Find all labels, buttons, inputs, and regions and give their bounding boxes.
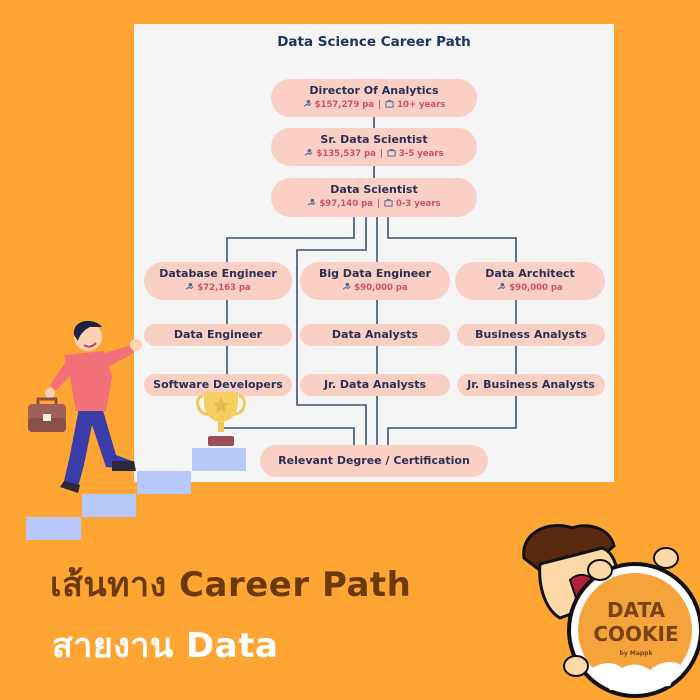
diagram-title: Data Science Career Path [277,34,471,50]
headline-line-1: เส้นทาง Career Path [50,565,412,605]
node-title: Big Data Engineer [318,267,432,280]
node-director-of-analytics: Director Of Analytics $157,279 pa| 10+ y… [271,79,477,117]
node-meta: $97,140 pa| 0-3 years [271,198,477,209]
node-business-analysts: Business Analysts [457,324,605,346]
node-data-scientist: Data Scientist $97,140 pa| 0-3 years [271,178,477,217]
node-title: Jr. Data Analysts [323,378,427,391]
salary-text: $90,000 pa [509,283,563,293]
node-title: Data Analysts [331,328,419,341]
money-hand-icon [305,148,313,156]
logo-line-2: COOKIE [593,622,679,646]
stair-step [82,494,136,517]
node-title: Director Of Analytics [309,84,439,97]
node-title: Data Architect [485,267,575,280]
salary-text: $157,279 pa [314,100,375,110]
cookie-mascot-icon [522,524,700,698]
briefcase-icon [387,148,396,157]
node-title: Data Scientist [330,183,418,196]
node-title: Software Developers [153,378,283,391]
node-title: Database Engineer [159,267,277,280]
separator: | [376,199,380,209]
node-meta: $90,000 pa [300,282,450,293]
salary-text: $90,000 pa [354,283,408,293]
node-relevant-degree: Relevant Degree / Certification [260,445,488,477]
money-hand-icon [497,282,506,290]
node-title: Data Engineer [173,328,263,341]
stair-step [192,448,246,471]
briefcase-illustration [28,397,66,432]
node-jr-business-analysts: Jr. Business Analysts [457,374,605,396]
stair-step [137,471,191,494]
node-jr-data-analysts: Jr. Data Analysts [300,374,450,396]
node-data-engineer: Data Engineer [144,324,292,346]
briefcase-icon [385,99,394,108]
node-title: Jr. Business Analysts [467,378,595,391]
node-meta: $90,000 pa [455,282,605,293]
node-meta: $135,537 pa| 3-5 years [271,148,477,159]
money-hand-icon [342,282,351,290]
data-cookie-logo: DATA COOKIE by Mappk [510,518,700,700]
person-illustration [45,320,142,493]
node-meta: $157,279 pa| 10+ years [271,99,477,110]
connector-lines [222,117,517,445]
separator: | [379,149,383,159]
logo-byline: by Mappk [619,650,653,657]
node-data-analysts: Data Analysts [300,324,450,346]
trophy-icon [196,392,246,446]
money-hand-icon [185,282,194,290]
node-big-data-engineer: Big Data Engineer $90,000 pa [300,262,450,300]
experience-text: 0-3 years [395,199,441,209]
salary-text: $135,537 pa [316,149,376,159]
briefcase-icon [384,198,393,207]
salary-text: $72,163 pa [197,283,251,293]
headline-line-2: สายงาน Data [52,626,279,666]
node-sr-data-scientist: Sr. Data Scientist $135,537 pa| 3-5 year… [271,128,477,166]
node-title: Sr. Data Scientist [320,133,428,146]
salary-text: $97,140 pa [319,199,373,209]
node-software-developers: Software Developers [144,374,292,396]
experience-text: 10+ years [397,100,446,110]
stair-step [26,517,81,540]
logo-line-1: DATA [606,598,666,622]
node-title: Relevant Degree / Certification [278,454,470,467]
experience-text: 3-5 years [398,149,444,159]
money-hand-icon [307,198,316,206]
node-meta: $72,163 pa [144,282,292,293]
money-hand-icon [303,99,312,107]
node-title: Business Analysts [475,328,587,341]
node-data-architect: Data Architect $90,000 pa [455,262,605,300]
node-database-engineer: Database Engineer $72,163 pa [144,262,292,300]
separator: | [378,100,382,110]
